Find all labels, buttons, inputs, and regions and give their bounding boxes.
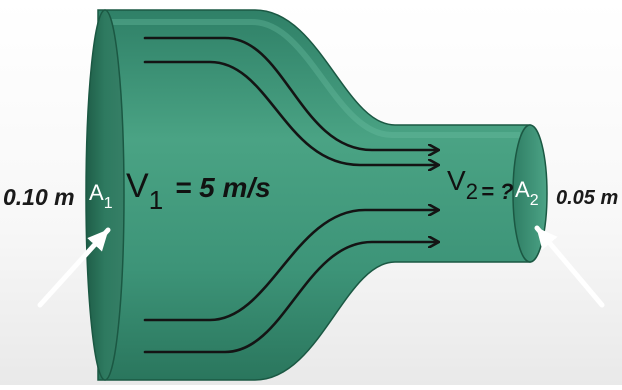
area-label-a2: A2: [515, 177, 539, 209]
velocity-label-v1-subscript: 1: [149, 185, 163, 215]
streamline-4: [143, 242, 438, 354]
streamline-2: [143, 60, 438, 165]
velocity-label-v1-letter: V: [126, 167, 149, 205]
velocity-label-v2-letter: V: [447, 165, 466, 196]
area-label-a1-letter: A: [89, 180, 104, 205]
velocity-label-v1: V1: [126, 167, 163, 215]
diameter-label-outlet: 0.05 m: [556, 187, 618, 209]
streamline-1: [143, 36, 438, 150]
streamlines: [143, 36, 438, 354]
velocity-label-v2: V2: [447, 165, 478, 204]
area-label-a1: A1: [89, 180, 113, 212]
diameter-label-inlet: 0.10 m: [3, 184, 75, 210]
velocity-value-v1: = 5 m/s: [175, 172, 271, 203]
area-label-a2-subscript: 2: [530, 192, 539, 209]
pipe-sheen: [110, 19, 520, 138]
streamline-3: [143, 210, 438, 322]
area-label-a1-subscript: 1: [104, 195, 113, 212]
pointer-arrow-a2: [534, 225, 605, 308]
velocity-label-v2-subscript: 2: [466, 179, 478, 204]
area-label-a2-letter: A: [515, 177, 530, 202]
pointer-arrow-a1: [37, 227, 111, 308]
velocity-value-v2: = ?: [481, 179, 513, 204]
pipe-inlet-face: [85, 9, 125, 381]
